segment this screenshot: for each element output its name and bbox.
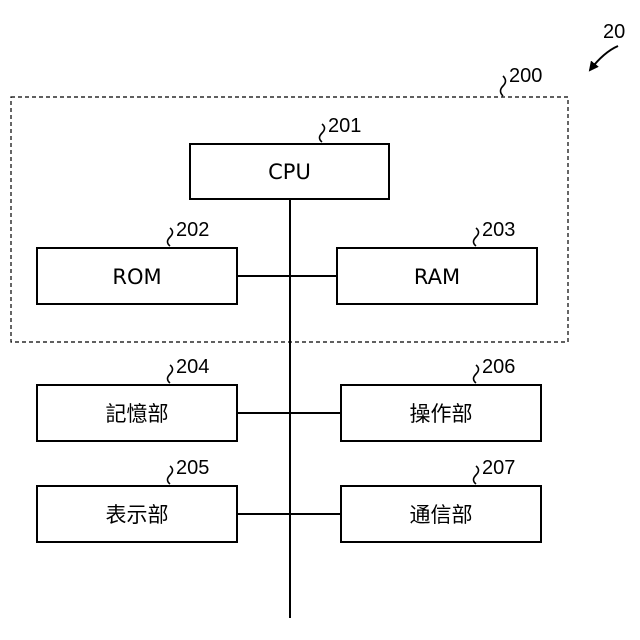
- ram-label: RAM: [414, 265, 460, 289]
- communication-label: 通信部: [410, 503, 473, 527]
- operation-ref-leader: [474, 365, 479, 383]
- cpu-ref-label: 201: [328, 115, 361, 137]
- rom-ref-label: 202: [176, 219, 209, 241]
- storage-ref-label: 204: [176, 356, 209, 378]
- group-ref-leader: [501, 76, 506, 96]
- operation-ref-label: 206: [482, 356, 515, 378]
- rom-ref-leader: [168, 228, 173, 246]
- ram-ref-label: 203: [482, 219, 515, 241]
- group-ref-label: 200: [509, 65, 542, 87]
- rom-label: ROM: [112, 265, 161, 289]
- ram-ref-leader: [474, 228, 479, 246]
- communication-ref-label: 207: [482, 457, 515, 479]
- display-ref-leader: [168, 466, 173, 484]
- operation-label: 操作部: [410, 402, 473, 426]
- cpu-label: CPU: [268, 160, 311, 184]
- device-ref-arrow: [590, 46, 618, 70]
- storage-ref-leader: [168, 365, 173, 383]
- communication-ref-leader: [474, 466, 479, 484]
- cpu-ref-leader: [320, 124, 325, 142]
- display-ref-label: 205: [176, 457, 209, 479]
- storage-label: 記憶部: [106, 402, 169, 426]
- device-ref-label: 20: [603, 21, 625, 43]
- display-label: 表示部: [106, 503, 169, 527]
